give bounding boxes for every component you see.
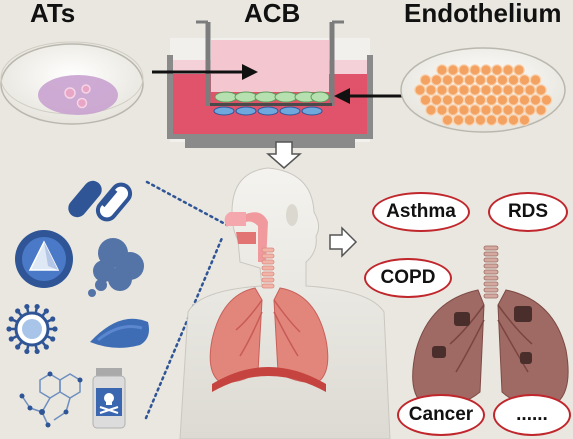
tablet-icon [15, 230, 73, 288]
endothelial-cell [441, 114, 454, 126]
endothelial-cell [430, 74, 443, 86]
endothelial-cell [502, 84, 514, 96]
membrane-cells [213, 91, 330, 116]
arrow-ats-to-acb [152, 64, 258, 80]
endothelial-cell [535, 104, 547, 116]
endothelial-cell [507, 114, 520, 126]
endothelial-cell [507, 94, 520, 106]
endothelial-cell [540, 94, 553, 106]
endothelial-cell [469, 64, 481, 76]
endothelial-cell [463, 94, 476, 106]
endothelial-cell [513, 84, 525, 96]
human-torso-icon [179, 167, 391, 439]
endothelial-cell [480, 64, 492, 76]
endothelial-cell [419, 74, 432, 86]
molecule-structure-icon [19, 371, 83, 428]
endothelial-cell [496, 114, 509, 126]
endothelial-cell [458, 84, 470, 96]
disease-label-rds: RDS [488, 192, 568, 232]
endothelial-cell [452, 74, 465, 86]
endothelial-cell [474, 114, 487, 126]
endothelial-cell [518, 74, 531, 86]
right-arrow [329, 226, 358, 258]
endothelial-cell [491, 104, 503, 116]
endothelial-cell [458, 64, 470, 76]
endothelial-cell [480, 104, 492, 116]
endothelial-cell [524, 104, 536, 116]
endothelial-cell [529, 74, 542, 86]
endothelial-cell [469, 84, 481, 96]
at-organoid-icon [38, 75, 118, 115]
trachea [261, 247, 275, 289]
dotted-line-upper [145, 180, 229, 227]
endothelial-cell [452, 94, 465, 106]
endothelial-cell [502, 64, 514, 76]
virus-icon [6, 303, 58, 355]
bacterium-icon [90, 318, 149, 348]
disease-label-cancer: Cancer [397, 394, 485, 436]
endothelial-cell [474, 94, 487, 106]
endothelial-cell [480, 84, 492, 96]
endothelial-cell [436, 64, 448, 76]
endothelial-cell [513, 104, 525, 116]
endothelial-cell [518, 94, 531, 106]
dotted-line-lower [144, 236, 224, 420]
pill-capsule-icon [68, 180, 133, 222]
endothelial-cell [430, 94, 443, 106]
down-arrow [266, 141, 302, 169]
endothelial-cell [452, 114, 465, 126]
endothelial-cell [491, 64, 503, 76]
endothelial-cell [447, 64, 459, 76]
endothelial-cell [485, 114, 498, 126]
endothelial-cell [463, 114, 476, 126]
endothelial-cell [529, 94, 542, 106]
endothelial-cell [447, 84, 459, 96]
endothelial-cell [425, 84, 437, 96]
endothelial-cell [458, 104, 470, 116]
endothelium-petri-dish [400, 47, 566, 133]
endothelial-cell [441, 94, 454, 106]
endothelial-cell [496, 74, 509, 86]
endothelial-cell [441, 74, 454, 86]
transwell-insert-icon [167, 20, 373, 148]
healthy-lungs-icon [209, 287, 329, 392]
orange-cells-icon [414, 64, 553, 126]
endothelial-cell [474, 74, 487, 86]
disease-label-asthma: Asthma [372, 192, 470, 232]
endothelial-cell [496, 94, 509, 106]
smoke-cloud-icon [88, 238, 144, 297]
endothelial-cell [535, 84, 547, 96]
endothelial-cell [513, 64, 525, 76]
arrow-endothelium-to-acb [334, 88, 405, 104]
endothelial-cell [447, 104, 459, 116]
heading-acb: ACB [244, 0, 301, 28]
endothelial-cell [469, 104, 481, 116]
at-petri-dish [0, 41, 144, 125]
endothelial-cell [463, 74, 476, 86]
endothelial-cell [485, 74, 498, 86]
endothelial-cell [485, 94, 498, 106]
diseased-lungs-icon [412, 245, 569, 408]
endothelial-cell [436, 84, 448, 96]
endothelial-cell [425, 104, 437, 116]
disease-label-more: ...... [493, 394, 571, 436]
endothelial-cell [502, 104, 514, 116]
endothelial-cell [414, 84, 426, 96]
endothelial-cell [491, 84, 503, 96]
endothelial-cell [518, 114, 531, 126]
endothelial-cell [419, 94, 432, 106]
heading-ats: ATs [30, 0, 76, 28]
endothelial-cell [524, 84, 536, 96]
endothelial-cell [436, 104, 448, 116]
disease-label-copd: COPD [364, 258, 452, 298]
poison-bottle-icon [92, 368, 126, 429]
endothelial-cell [507, 74, 520, 86]
heading-endothelium: Endothelium [404, 0, 562, 28]
